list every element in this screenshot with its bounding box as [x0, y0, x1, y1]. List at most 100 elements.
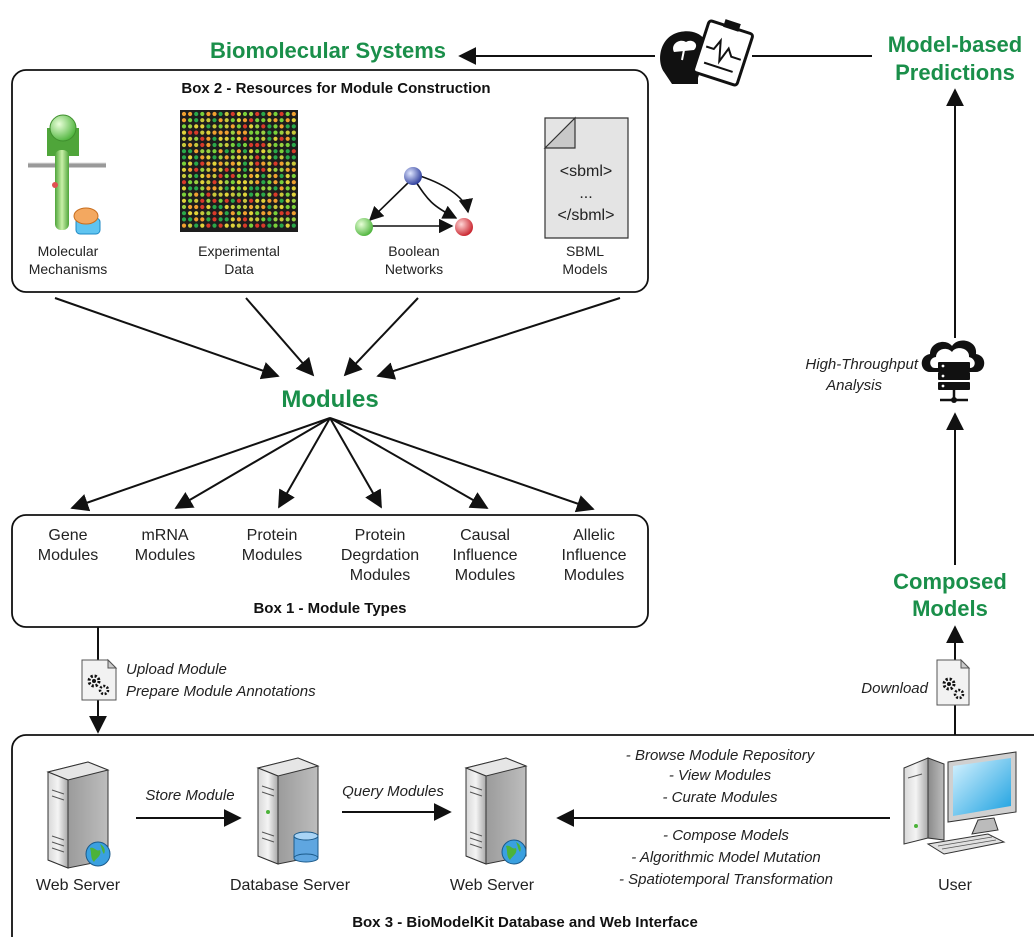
- microarray-spot: [261, 180, 266, 185]
- heading-predictions: Predictions: [895, 60, 1015, 85]
- microarray-spot: [255, 167, 260, 172]
- microarray-spot: [273, 161, 278, 166]
- microarray-spot: [188, 167, 193, 172]
- microarray-spot: [249, 161, 254, 166]
- microarray-spot: [230, 192, 235, 197]
- microarray-spot: [181, 136, 187, 141]
- microarray-spot: [236, 118, 241, 123]
- microarray-spot: [279, 198, 284, 203]
- microarray-spot: [285, 204, 290, 210]
- microarray-spot: [279, 204, 284, 210]
- microarray-spot: [230, 111, 235, 117]
- microarray-spot: [212, 223, 217, 228]
- microarray-spot: [212, 130, 217, 135]
- microarray-spot: [230, 149, 235, 154]
- microarray-spot: [194, 223, 199, 228]
- microarray-spot: [224, 217, 229, 222]
- microarray-spot: [212, 180, 217, 185]
- microarray-spot: [291, 180, 296, 185]
- microarray-spot: [224, 204, 229, 210]
- microarray-spot: [236, 124, 241, 129]
- microarray-spot: [206, 192, 211, 197]
- microarray-spot: [200, 149, 205, 154]
- microarray-spot: [255, 217, 260, 222]
- box2-resources: [11, 69, 649, 293]
- microarray-spot: [267, 111, 272, 117]
- microarray-spot: [230, 155, 235, 160]
- microarray-spot: [224, 130, 229, 135]
- microarray-spot: [255, 192, 260, 197]
- microarray-spot: [212, 217, 217, 222]
- microarray-spot: [285, 155, 290, 160]
- microarray-spot: [261, 118, 266, 123]
- microarray-spot: [242, 130, 248, 135]
- microarray-spot: [206, 167, 211, 172]
- microarray-spot: [200, 173, 205, 179]
- microarray-spot: [261, 136, 266, 141]
- microarray-spot: [255, 211, 260, 216]
- microarray-spot: [212, 155, 217, 160]
- microarray-spot: [188, 124, 193, 129]
- microarray-spot: [200, 124, 205, 129]
- microarray-spot: [200, 130, 205, 135]
- microarray-spot: [206, 149, 211, 154]
- microarray-spot: [285, 118, 290, 123]
- microarray-spot: [194, 124, 199, 129]
- microarray-spot: [267, 167, 272, 172]
- microarray-spot: [200, 161, 205, 166]
- microarray-spot: [212, 124, 217, 129]
- microarray-spot: [242, 198, 248, 203]
- microarray-spot: [255, 223, 260, 228]
- microarray-spot: [255, 198, 260, 203]
- microarray-spot: [279, 217, 284, 222]
- microarray-spot: [285, 180, 290, 185]
- microarray-spot: [200, 192, 205, 197]
- microarray-spot: [249, 217, 254, 222]
- box1-title: Box 1 - Module Types: [253, 600, 406, 617]
- microarray-spot: [206, 155, 211, 160]
- microarray-spot: [224, 142, 229, 148]
- resource-experimental-label2: Data: [224, 261, 254, 277]
- microarray-spot: [181, 198, 187, 203]
- microarray-spot: [218, 204, 223, 210]
- microarray-spot: [194, 142, 199, 148]
- microarray-spot: [242, 173, 248, 179]
- microarray-spot: [188, 111, 193, 117]
- microarray-spot: [188, 136, 193, 141]
- microarray-spot: [218, 142, 223, 148]
- microarray-spot: [261, 192, 266, 197]
- microarray-spot: [181, 167, 187, 172]
- microarray-spot: [267, 192, 272, 197]
- microarray-spot: [261, 211, 266, 216]
- microarray-spot: [181, 192, 187, 197]
- microarray-spot: [218, 136, 223, 141]
- microarray-spot: [194, 211, 199, 216]
- microarray-spot: [255, 130, 260, 135]
- microarray-spot: [291, 211, 296, 216]
- microarray-spot: [267, 173, 272, 179]
- microarray-spot: [212, 186, 217, 191]
- microarray-spot: [291, 223, 296, 228]
- microarray-spot: [279, 130, 284, 135]
- microarray-spot: [249, 155, 254, 160]
- microarray-spot: [188, 211, 193, 216]
- arrows-modules-to-types: [70, 417, 595, 513]
- type-allelic-1: Allelic: [573, 527, 615, 544]
- microarray-spot: [249, 223, 254, 228]
- microarray-spot: [273, 192, 278, 197]
- store-module-label: Store Module: [145, 787, 234, 804]
- microarray-spot: [188, 223, 193, 228]
- microarray-spot: [181, 223, 187, 228]
- microarray-spot: [224, 167, 229, 172]
- arrows-resources-to-modules: [54, 297, 621, 380]
- microarray-spot: [255, 111, 260, 117]
- microarray-spot: [273, 124, 278, 129]
- prepare-annotations-label: Prepare Module Annotations: [126, 683, 316, 700]
- box2-title: Box 2 - Resources for Module Constructio…: [181, 80, 490, 97]
- microarray-spot: [261, 173, 266, 179]
- microarray-spot: [279, 186, 284, 191]
- type-gene-1: Gene: [48, 527, 87, 544]
- microarray-spot: [291, 173, 296, 179]
- microarray-spot: [291, 130, 296, 135]
- microarray-spot: [249, 167, 254, 172]
